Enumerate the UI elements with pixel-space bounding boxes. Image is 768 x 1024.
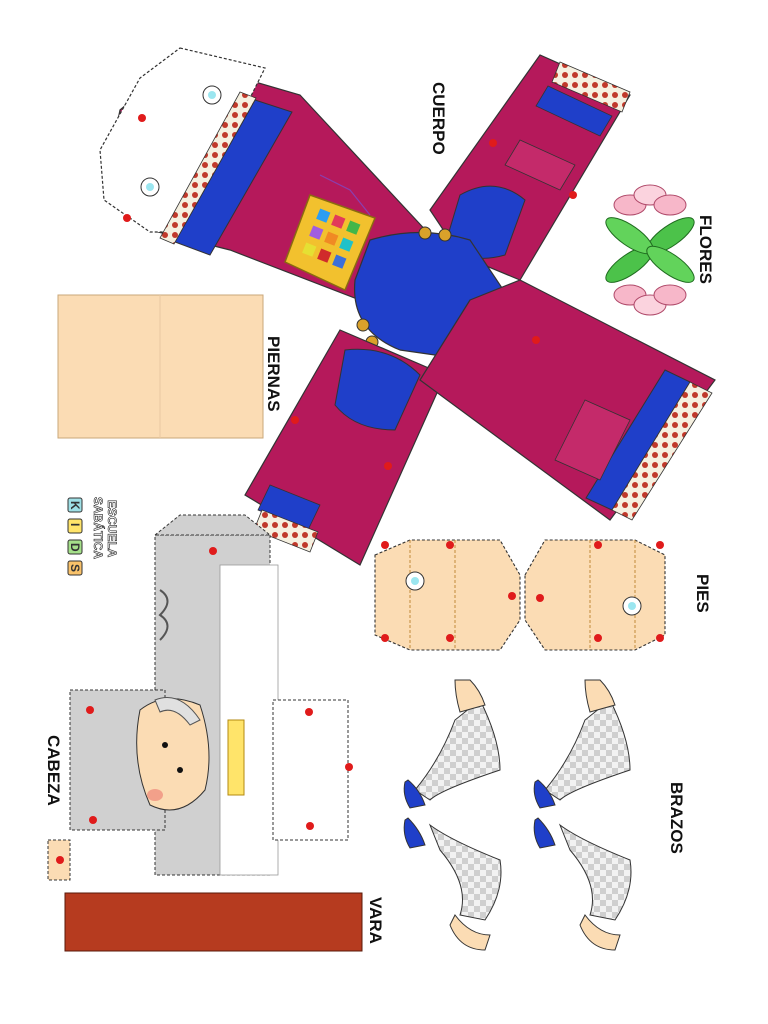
vara-label: VARA bbox=[366, 897, 385, 944]
legs-piece bbox=[57, 294, 264, 439]
logo-kids-s: S bbox=[68, 564, 82, 572]
face bbox=[136, 698, 210, 811]
logo-line2: SABÁTICA bbox=[91, 497, 106, 559]
arm-piece-1 bbox=[403, 679, 502, 951]
head-piece bbox=[47, 514, 353, 881]
cabeza-label: CABEZA bbox=[44, 735, 63, 806]
robe-left-arm-end bbox=[253, 509, 319, 553]
foot-piece-right bbox=[524, 539, 666, 651]
logo-kids-i: I bbox=[68, 523, 82, 526]
flowers-piece bbox=[605, 184, 695, 316]
logo-line1: ESCUELA bbox=[105, 500, 119, 558]
foot-piece-left bbox=[374, 539, 521, 651]
breastplate bbox=[284, 194, 376, 292]
rod-piece bbox=[64, 892, 363, 952]
logo-kids-k: K bbox=[68, 501, 82, 510]
pies-label: PIES bbox=[693, 574, 712, 613]
body-piece bbox=[99, 47, 716, 566]
robe-trim-top bbox=[159, 91, 257, 245]
piernas-label: PIERNAS bbox=[264, 336, 283, 412]
robe-skirt-trim bbox=[611, 381, 713, 521]
robe-left-pocket bbox=[334, 348, 421, 431]
brazos-label: BRAZOS bbox=[667, 782, 686, 854]
shoulder-stone bbox=[438, 228, 452, 242]
arm-piece-2 bbox=[533, 679, 632, 951]
shoulder-stone bbox=[356, 318, 370, 332]
name-plate bbox=[227, 719, 245, 796]
cuerpo-label: CUERPO bbox=[429, 82, 448, 155]
robe-right-blue bbox=[535, 85, 613, 137]
logo-kids-d: D bbox=[68, 543, 82, 552]
flores-label: FLORES bbox=[696, 215, 715, 284]
robe-right-arm-end bbox=[551, 61, 631, 113]
shoulder-stone bbox=[418, 226, 432, 240]
escuela-sabatica-logo: ESCUELA SABÁTICA K I D S bbox=[67, 497, 119, 576]
